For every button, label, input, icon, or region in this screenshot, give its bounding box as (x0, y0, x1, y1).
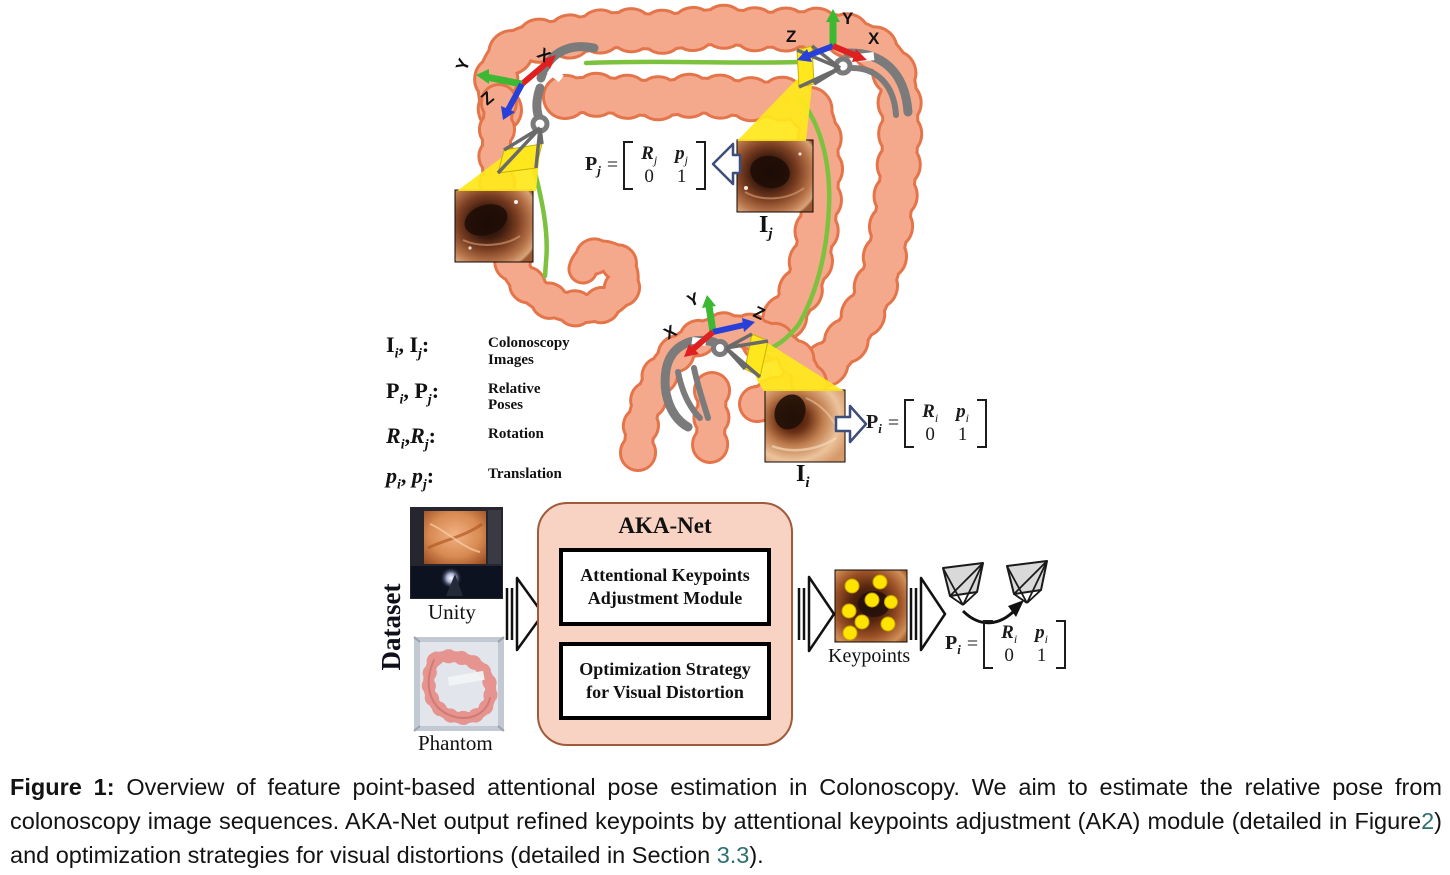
axis-label-y: Y (684, 289, 702, 311)
axis-label-z: Z (786, 27, 796, 46)
legend-row-translation: pi, pj: Translation (386, 462, 562, 492)
keypoints-image (834, 569, 908, 643)
flow-arrow-keypoints-to-pose (909, 576, 947, 652)
flow-arrow-aka-to-keypoints (797, 575, 836, 653)
camera-frustum-pair (942, 560, 1048, 625)
colonoscopy-image-left (454, 189, 534, 263)
axis-label-x: X (868, 29, 880, 48)
camera-left (496, 42, 599, 175)
section-3-3-link[interactable]: 3.3 (716, 842, 750, 868)
pose-matrix-pj: Pj = Rj pj 0 1 (585, 141, 706, 191)
colonoscopy-image-ii (764, 389, 846, 463)
light-cone-mid (748, 342, 844, 391)
relative-pose-arrow (961, 607, 1018, 625)
flow-arrow-dataset-to-aka (505, 576, 545, 652)
figure-canvas: X Y Z Y Z X Y Z X (410, 0, 1048, 732)
aka-net-title: AKA-Net (618, 513, 712, 538)
image-label-ii: Ii (796, 461, 810, 491)
image-label-ij: Ij (759, 212, 773, 242)
arrow-ij-to-matrix (711, 142, 742, 186)
caption-label: Figure 1: (10, 774, 115, 800)
keypoints-label: Keypoints (828, 645, 911, 667)
light-cone-right (737, 76, 813, 141)
pose-matrix-pi: Pi = Ri pi 0 1 (866, 399, 987, 449)
axis-label-y: Y (842, 9, 854, 28)
pose-matrix-pi-output: Pi = Ri pi 0 1 (945, 620, 1066, 670)
phantom-label: Phantom (418, 731, 493, 755)
dataset-title: Dataset (376, 583, 406, 671)
figure-2-link[interactable]: 2 (1421, 808, 1435, 834)
colonoscopy-image-ij (736, 139, 814, 213)
phantom-thumbnail (413, 636, 505, 732)
axis-label-y: Y (452, 55, 474, 73)
unity-label: Unity (428, 600, 476, 624)
arrow-ii-to-matrix (834, 404, 868, 444)
axis-triad-right: Y Z X (786, 9, 880, 62)
legend-row-rotation: Ri,Rj: Rotation (386, 423, 544, 453)
figure-caption: Figure 1: Overview of feature point-base… (10, 774, 1442, 868)
unity-thumbnail (410, 507, 503, 599)
